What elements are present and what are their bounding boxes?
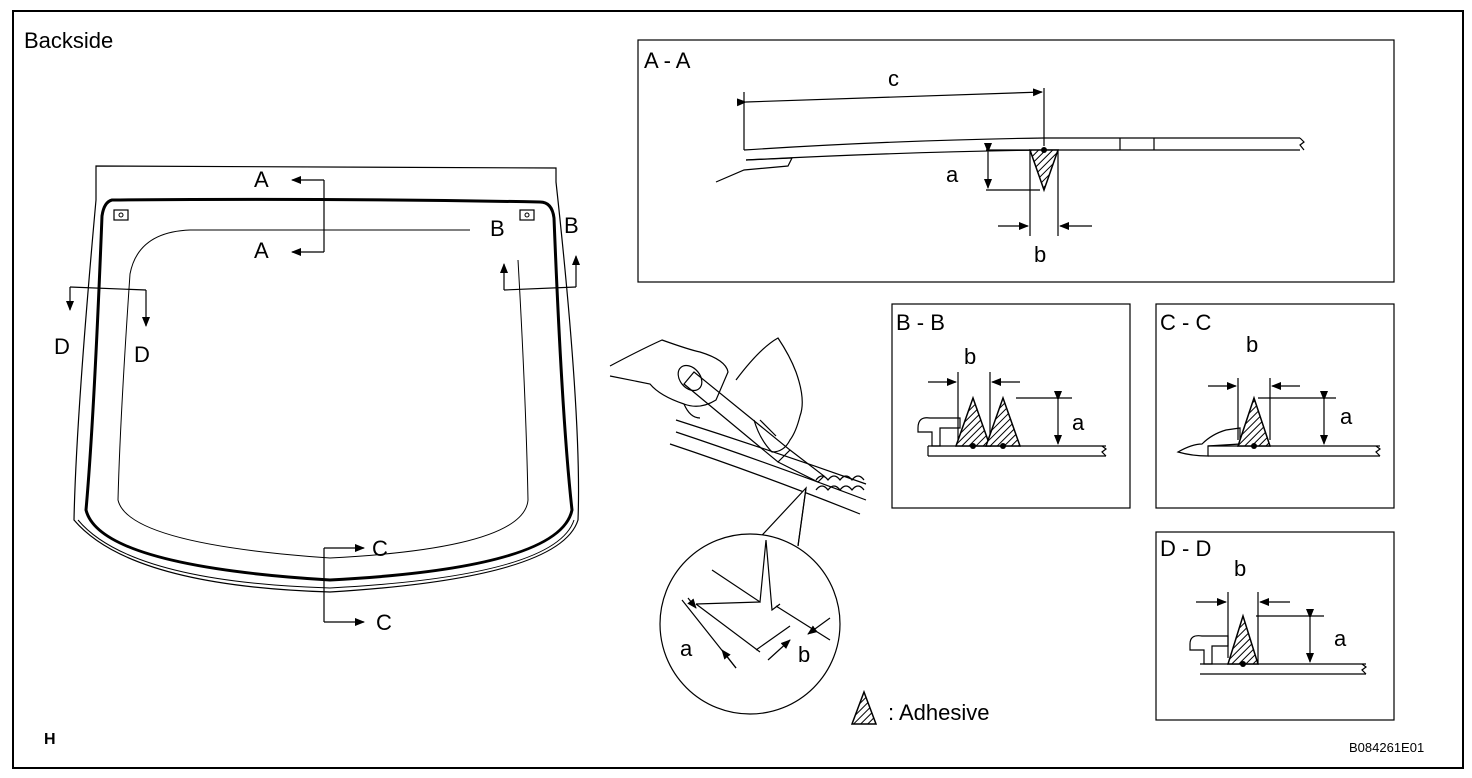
section-d-marker <box>66 286 150 327</box>
dim-cc-a: a <box>1340 404 1353 429</box>
section-bb-title: B - B <box>896 310 945 335</box>
marker-c-top: C <box>372 536 388 561</box>
dim-aa-a: a <box>946 162 959 187</box>
adhesive-legend-icon <box>850 689 878 725</box>
application-illustration <box>609 337 867 515</box>
figure-border <box>12 10 1464 769</box>
dim-bb-a: a <box>1072 410 1085 435</box>
section-aa-title: A - A <box>644 48 691 73</box>
glass-outer-edge <box>73 165 580 593</box>
dim-aa-c: c <box>888 66 899 91</box>
section-dd-box <box>1155 531 1395 721</box>
magnifier-dim-a: a <box>680 636 693 661</box>
corner-code: H <box>44 731 56 748</box>
inner-boundary <box>117 229 529 559</box>
main-title: Backside <box>24 28 113 53</box>
dim-dd-a: a <box>1334 626 1347 651</box>
figure-id: B084261E01 <box>1349 740 1424 755</box>
section-cc-box <box>1155 303 1395 509</box>
magnifier-circle <box>659 533 841 715</box>
glass-outer-edge-inner-line <box>77 519 575 589</box>
adhesive-cc <box>1236 395 1272 447</box>
adhesive-legend-text: : Adhesive <box>888 700 990 725</box>
dim-cc-b: b <box>1246 332 1258 357</box>
marker-d-right: D <box>134 342 150 367</box>
section-a-marker <box>291 176 325 256</box>
marker-b-left: B <box>490 216 505 241</box>
adhesive-aa <box>1028 149 1060 193</box>
section-aa-drawing <box>715 88 1305 236</box>
adhesive-dd <box>1226 613 1260 665</box>
marker-a-bottom: A <box>254 238 269 263</box>
dim-aa-b: b <box>1034 242 1046 267</box>
adhesive-bead-outline <box>84 197 574 582</box>
marker-a-top: A <box>254 167 269 192</box>
section-dd-title: D - D <box>1160 536 1211 561</box>
adhesive-bb-1 <box>954 395 992 447</box>
clip-right <box>519 209 535 221</box>
section-cc-title: C - C <box>1160 310 1211 335</box>
dim-bb-b: b <box>964 344 976 369</box>
clip-left <box>113 209 129 221</box>
section-b-marker <box>500 255 580 291</box>
adhesive-bb-2 <box>984 395 1022 447</box>
section-bb-box <box>891 303 1131 509</box>
magnifier-dim-b: b <box>798 642 810 667</box>
section-cc-drawing <box>1176 378 1381 457</box>
windshield-view <box>66 165 580 626</box>
marker-b-right: B <box>564 213 579 238</box>
marker-d-left: D <box>54 334 70 359</box>
dim-dd-b: b <box>1234 556 1246 581</box>
section-aa-box <box>637 39 1395 283</box>
marker-c-bottom: C <box>376 610 392 635</box>
section-c-marker <box>323 544 365 626</box>
magnifier <box>659 486 841 715</box>
